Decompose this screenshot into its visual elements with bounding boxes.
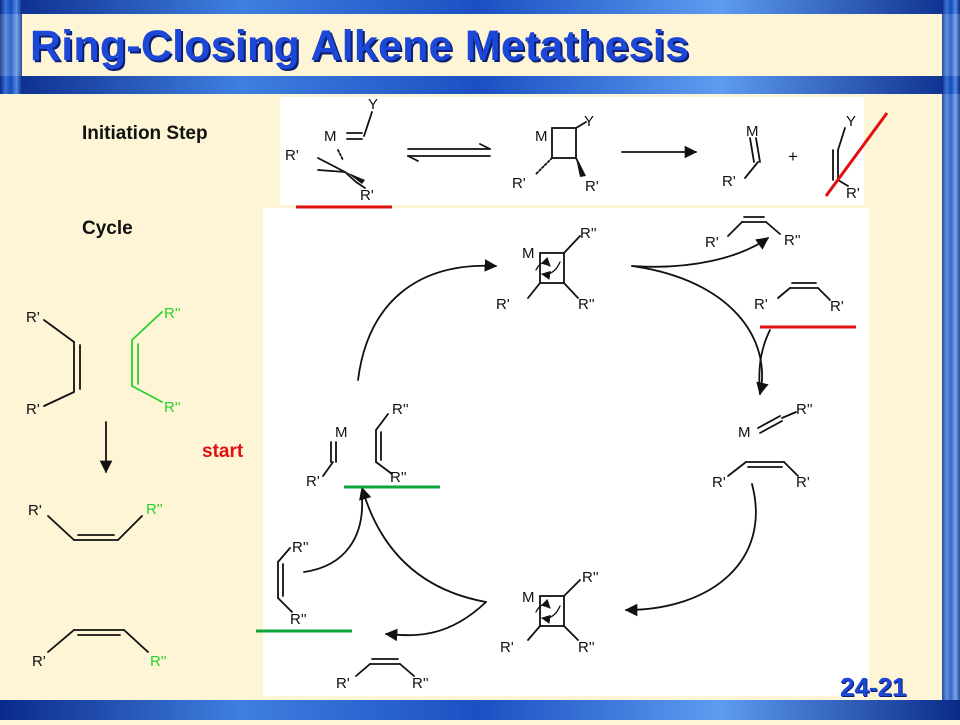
atom-label: R' xyxy=(705,234,719,251)
atom-label: R'' xyxy=(796,401,813,418)
atom-label-green: R'' xyxy=(146,501,163,518)
title-band xyxy=(0,76,960,94)
atom-label: R'' xyxy=(582,569,599,586)
cycle-panel xyxy=(263,208,869,696)
initiation-step-label: Initiation Step xyxy=(82,123,208,144)
atom-label-green: R'' xyxy=(164,305,181,322)
atom-label: M xyxy=(335,424,348,441)
diene-green-arm xyxy=(131,311,163,403)
cycle-bottom-metallacycle xyxy=(527,579,581,641)
bottom-band xyxy=(0,700,960,720)
atom-label-green: R'' xyxy=(164,399,181,416)
atom-label: R' xyxy=(285,147,299,164)
atom-label: R'' xyxy=(578,639,595,656)
slide-number: 24-21 xyxy=(840,672,907,702)
atom-label: R' xyxy=(500,639,514,656)
atom-label: R' xyxy=(754,296,768,313)
initiation-panel xyxy=(280,97,864,205)
wedge-bond-initiation xyxy=(346,172,365,184)
atom-label: R' xyxy=(585,178,599,195)
atom-label: R' xyxy=(32,653,46,670)
atom-label: R' xyxy=(336,675,350,692)
atom-label: R' xyxy=(26,309,40,326)
atom-label: R'' xyxy=(392,401,409,418)
atom-label: M xyxy=(535,128,548,145)
cycle-label: Cycle xyxy=(82,218,133,239)
cycle-top-metallacycle xyxy=(527,235,581,299)
atom-label: R' xyxy=(496,296,510,313)
atom-label: R' xyxy=(306,473,320,490)
atom-label: R'' xyxy=(412,675,429,692)
start-label: start xyxy=(202,441,244,462)
atom-label: R' xyxy=(28,502,42,519)
initiation-products xyxy=(744,127,849,187)
product-cis-alkene xyxy=(47,515,143,541)
top-band xyxy=(0,0,960,14)
atom-label: Y xyxy=(368,96,378,113)
atom-label: R'' xyxy=(290,611,307,628)
atom-label: Y xyxy=(846,113,856,130)
cycle-bottom-alkene xyxy=(355,658,415,677)
cycle-right-alkene xyxy=(727,461,799,477)
atom-label: R'' xyxy=(784,232,801,249)
equilibrium-arrow xyxy=(407,143,491,162)
atom-label: R' xyxy=(796,474,810,491)
atom-label: R' xyxy=(712,474,726,491)
cycle-top-alkene xyxy=(727,216,781,237)
atom-label: M xyxy=(738,424,751,441)
cycle-left-intermediate xyxy=(322,413,393,477)
diene-substrate xyxy=(43,319,81,407)
cycle-right-carbene xyxy=(757,411,797,434)
initiation-reactants xyxy=(317,111,373,189)
atom-label: R' xyxy=(722,173,736,190)
cycle-lower-left-alkene xyxy=(277,547,293,613)
wedge-bond-metallacycle xyxy=(576,158,586,177)
atom-label: R'' xyxy=(292,539,309,556)
right-edge-band xyxy=(942,0,960,720)
left-edge-band xyxy=(0,0,22,94)
atom-label-green: R'' xyxy=(150,653,167,670)
cycle-incoming-diene xyxy=(777,282,831,301)
product-trans-alkene xyxy=(47,629,149,653)
atom-label: R' xyxy=(26,401,40,418)
atom-label: R'' xyxy=(580,225,597,242)
atom-label: R' xyxy=(830,298,844,315)
strike-initiation-product xyxy=(824,112,889,197)
atom-label: R' xyxy=(846,185,860,202)
atom-label: M xyxy=(324,128,337,145)
cycle-arrows xyxy=(303,237,771,642)
page-title: Ring-Closing Alkene Metathesis xyxy=(30,22,690,70)
atom-label: R' xyxy=(360,187,374,204)
atom-label: M xyxy=(746,123,759,140)
plus-sign: + xyxy=(788,147,798,166)
atom-label: R' xyxy=(512,175,526,192)
atom-label: M xyxy=(522,589,535,606)
atom-label: M xyxy=(522,245,535,262)
atom-label: R'' xyxy=(390,469,407,486)
atom-label: Y xyxy=(584,113,594,130)
atom-label: R'' xyxy=(578,296,595,313)
